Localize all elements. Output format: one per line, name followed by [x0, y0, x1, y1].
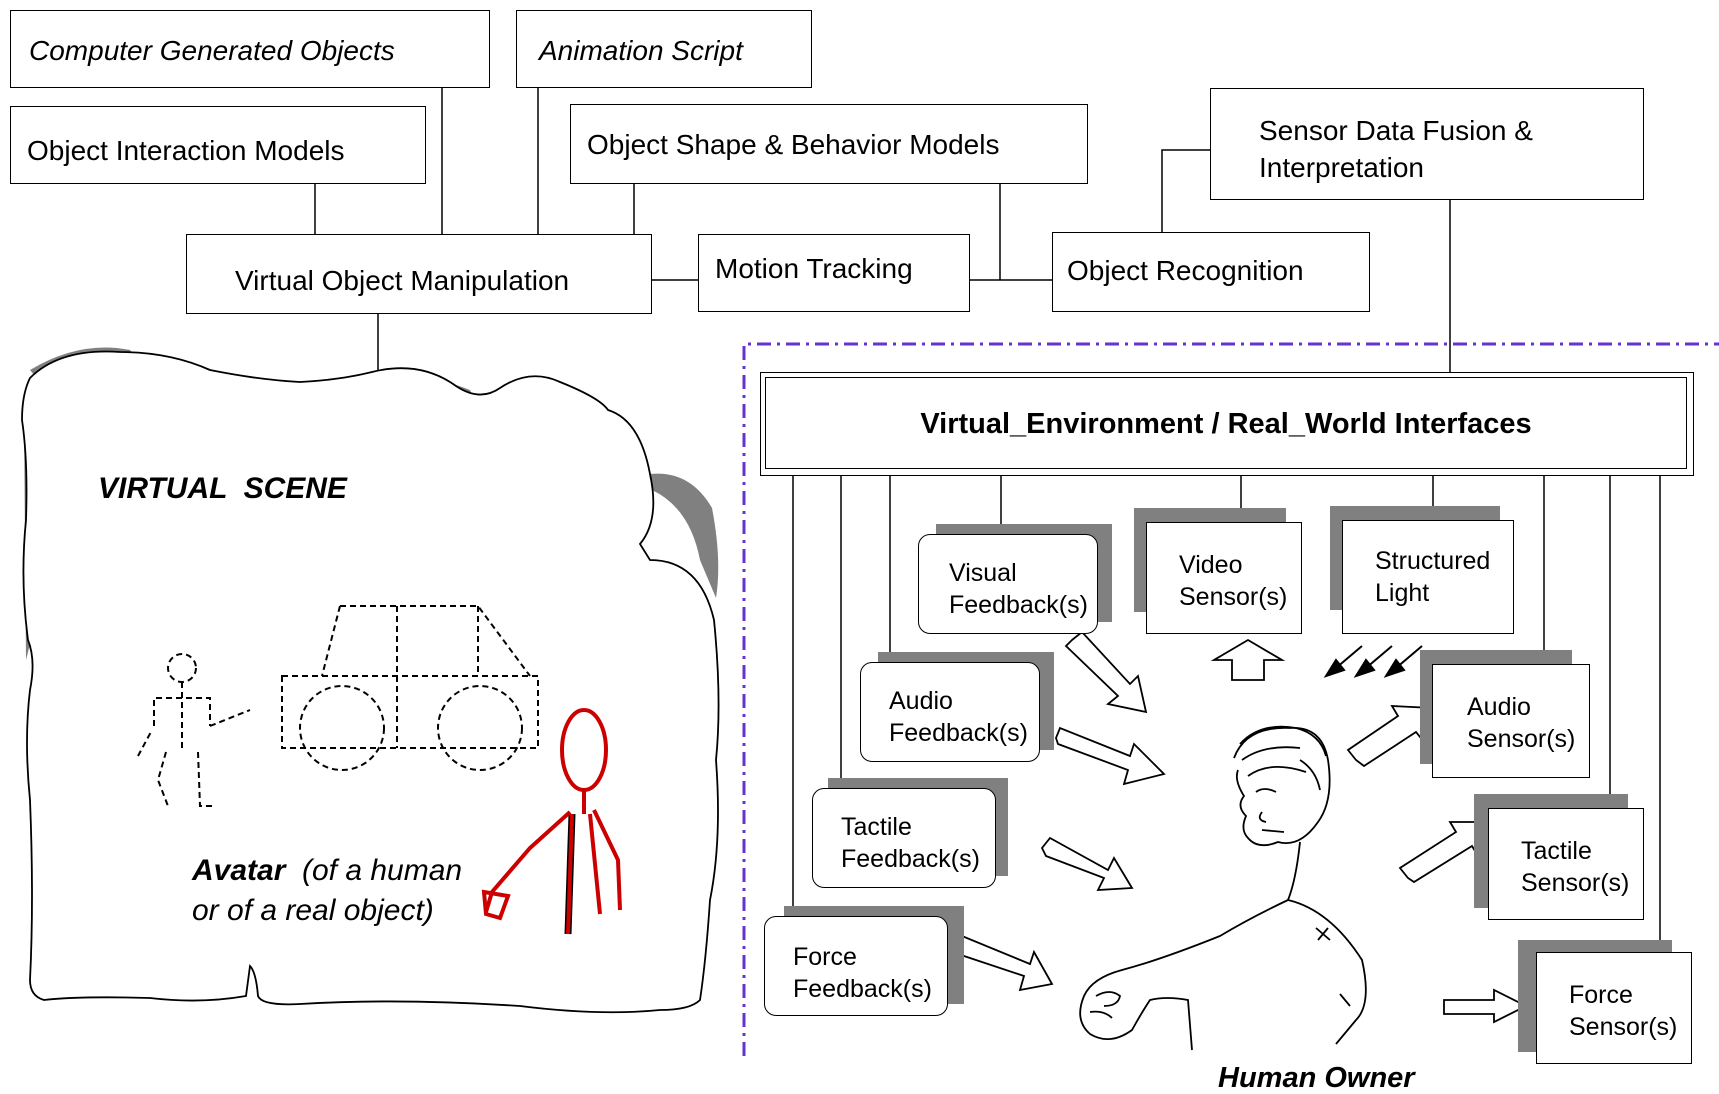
arrow-force-sensor	[1443, 988, 1529, 1024]
object-interaction-models-label: Object Interaction Models	[27, 135, 345, 166]
dashed-human-figure	[137, 653, 251, 807]
force-sensor-box: Force Sensor(s)	[1536, 952, 1692, 1064]
virtual-object-manipulation-box: Virtual Object Manipulation	[186, 234, 652, 314]
object-shape-behavior-models-box: Object Shape & Behavior Models	[570, 104, 1088, 184]
arrow-visual	[1064, 630, 1148, 714]
structured-light-label: Structured Light	[1375, 547, 1491, 607]
sensor-data-fusion-box: Sensor Data Fusion & Interpretation	[1210, 88, 1644, 200]
virtual-object-manipulation-label: Virtual Object Manipulation	[235, 265, 570, 296]
avatar-label-line2: or of a real object)	[192, 894, 434, 927]
human-owner-label: Human Owner	[1218, 1062, 1415, 1094]
audio-feedback-box: Audio Feedback(s)	[860, 662, 1040, 762]
object-interaction-models-box: Object Interaction Models	[10, 106, 426, 184]
interface-header-title: Virtual_Environment / Real_World Interfa…	[920, 408, 1532, 440]
arrow-tactile	[1040, 836, 1134, 891]
sensor-data-fusion-label: Sensor Data Fusion & Interpretation	[1259, 115, 1533, 183]
interface-header-outer: Virtual_Environment / Real_World Interfa…	[760, 372, 1694, 476]
audio-sensor-box: Audio Sensor(s)	[1432, 664, 1590, 778]
video-sensor-label: Video Sensor(s)	[1179, 551, 1288, 611]
avatar-figure	[481, 708, 622, 935]
connector-lines	[314, 88, 1661, 954]
computer-generated-objects-box: Computer Generated Objects	[10, 10, 490, 88]
object-shape-behavior-models-label: Object Shape & Behavior Models	[587, 129, 1000, 160]
real-world-region-border	[742, 342, 1719, 1056]
arrow-audio	[1055, 726, 1166, 786]
interface-header-inner: Virtual_Environment / Real_World Interfa…	[765, 377, 1687, 469]
tactile-sensor-box: Tactile Sensor(s)	[1488, 808, 1644, 920]
motion-tracking-label: Motion Tracking	[715, 253, 913, 284]
motion-tracking-box: Motion Tracking	[698, 234, 970, 312]
avatar-label-line1: (of a human	[302, 854, 463, 887]
tactile-sensor-label: Tactile Sensor(s)	[1521, 837, 1630, 897]
object-recognition-label: Object Recognition	[1067, 255, 1304, 286]
visual-feedback-box: Visual Feedback(s)	[918, 534, 1098, 634]
structured-light-box: Structured Light	[1342, 520, 1514, 634]
tactile-feedback-label: Tactile Feedback(s)	[841, 813, 980, 873]
arrow-video-up	[1210, 638, 1286, 681]
human-owner-sketch	[1079, 725, 1367, 1051]
visual-feedback-label: Visual Feedback(s)	[949, 559, 1088, 619]
arrow-force	[955, 934, 1054, 992]
virtual-scene-blob	[21, 350, 720, 1014]
virtual-scene-title: VIRTUAL SCENE	[98, 472, 347, 505]
animation-script-box: Animation Script	[516, 10, 812, 88]
object-recognition-box: Object Recognition	[1052, 232, 1370, 312]
audio-sensor-label: Audio Sensor(s)	[1467, 693, 1576, 753]
audio-feedback-label: Audio Feedback(s)	[889, 687, 1028, 747]
dashed-car	[281, 605, 539, 771]
tactile-feedback-box: Tactile Feedback(s)	[812, 788, 996, 888]
avatar-label-bold: Avatar	[192, 854, 286, 887]
force-feedback-box: Force Feedback(s)	[764, 916, 948, 1016]
force-feedback-label: Force Feedback(s)	[793, 943, 932, 1003]
animation-script-label: Animation Script	[539, 35, 743, 66]
video-sensor-box: Video Sensor(s)	[1146, 522, 1302, 634]
flow-arrows	[955, 630, 1529, 1024]
computer-generated-objects-label: Computer Generated Objects	[29, 35, 395, 66]
force-sensor-label: Force Sensor(s)	[1569, 981, 1678, 1041]
structured-light-arrows	[1323, 645, 1423, 678]
